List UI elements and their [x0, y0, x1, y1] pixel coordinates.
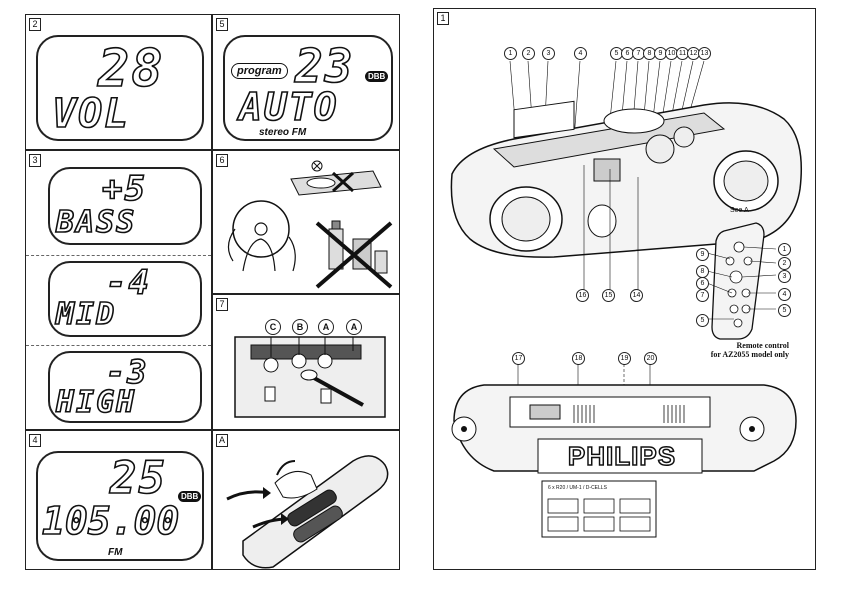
callout-16: 16: [576, 289, 589, 302]
marker-b: B: [292, 319, 308, 335]
callout-15: 15: [602, 289, 615, 302]
high-value: -3: [105, 352, 149, 392]
callout-12: 12: [687, 47, 700, 60]
callout-4: 4: [574, 47, 587, 60]
marker-c: C: [265, 319, 281, 335]
high-label: HIGH: [55, 384, 137, 421]
panel-6: 6: [212, 150, 400, 294]
boombox-back-illustration: [451, 364, 797, 538]
remote-control-illustration: [706, 222, 777, 340]
remote-caption-2: for AZ2055 model only: [710, 350, 789, 359]
callout-2: 2: [522, 47, 535, 60]
bass-value: +5: [101, 168, 147, 210]
remote-callout-4: 4: [778, 288, 791, 301]
panel-2: 2 28 VOL: [25, 14, 212, 150]
callout-3: 3: [542, 47, 555, 60]
panel-tag: 3: [29, 154, 41, 167]
remote-callout-1: 1: [778, 243, 791, 256]
lcd-mid: -4 MID: [48, 261, 202, 337]
lcd-high: -3 HIGH: [48, 351, 202, 423]
panel-tag: 5: [216, 18, 228, 31]
panel-a: A: [212, 430, 400, 570]
callout-18: 18: [572, 352, 585, 365]
panel-7: 7 C B A A: [212, 294, 400, 430]
bass-label: BASS: [55, 204, 137, 241]
see-a-label: See A: [730, 207, 749, 214]
callout-17: 17: [512, 352, 525, 365]
band-label: FM: [108, 547, 123, 558]
preset-digits: 23: [294, 38, 355, 94]
remote-callout-2: 2: [778, 257, 791, 270]
volume-digits: 28: [97, 38, 165, 100]
remote-battery-illustration: [226, 455, 389, 569]
panel-tag: 6: [216, 154, 228, 167]
remote-callout-5: 5: [696, 314, 709, 327]
divider: [26, 345, 211, 346]
tape-head-illustration: [234, 336, 386, 418]
battery-spec-label: 6 x R20 / UM-1 / D-CELLS: [548, 485, 607, 491]
volume-label: VOL: [51, 90, 131, 138]
program-burst: program: [231, 63, 288, 79]
remote-callout-7: 7: [696, 289, 709, 302]
preset-digits: 25: [109, 452, 167, 505]
divider: [26, 255, 211, 256]
remote-callout-5b: 5: [778, 304, 791, 317]
panel-4: 4 25 DBB 105.00 FM: [25, 430, 212, 570]
dbb-badge: DBB: [178, 491, 202, 502]
brand-logo: PHILIPS: [567, 440, 677, 472]
callout-13: 13: [698, 47, 711, 60]
panel-tag: 2: [29, 18, 41, 31]
mode-label: AUTO: [238, 84, 339, 130]
callout-1: 1: [504, 47, 517, 60]
dbb-badge: DBB: [365, 71, 389, 82]
panel-1: 1 1 2 3 4 5 6 7 8 9 10 11 12 13: [433, 8, 816, 570]
panel-tag: 4: [29, 434, 41, 447]
mid-label: MID: [55, 296, 117, 333]
panel-tag: 1: [437, 12, 449, 25]
band-label: stereo FM: [259, 127, 307, 138]
panel-5: 5 23 program DBB AUTO stereo FM: [212, 14, 400, 150]
panel-tag: A: [216, 434, 228, 447]
lcd-display: 23 program DBB AUTO stereo FM: [223, 35, 393, 141]
remote-caption-1: Remote control: [736, 341, 790, 350]
boombox-front-illustration: [450, 60, 803, 293]
lcd-display: 28 VOL: [36, 35, 204, 141]
panel-tag: 7: [216, 298, 228, 311]
marker-a: A: [346, 319, 362, 335]
callout-20: 20: [644, 352, 657, 365]
panel-3: 3 +5 BASS -4 MID -3 HIGH: [25, 150, 212, 430]
lcd-bass: +5 BASS: [48, 167, 202, 245]
frequency-display: 105.00: [41, 498, 180, 544]
remote-callout-9: 9: [696, 248, 709, 261]
mid-value: -4: [105, 262, 151, 304]
callout-19: 19: [618, 352, 631, 365]
callout-14: 14: [630, 289, 643, 302]
remote-callout-3: 3: [778, 270, 791, 283]
marker-a: A: [318, 319, 334, 335]
cd-care-illustration: [227, 160, 393, 289]
lcd-display: 25 DBB 105.00 FM: [36, 451, 204, 561]
